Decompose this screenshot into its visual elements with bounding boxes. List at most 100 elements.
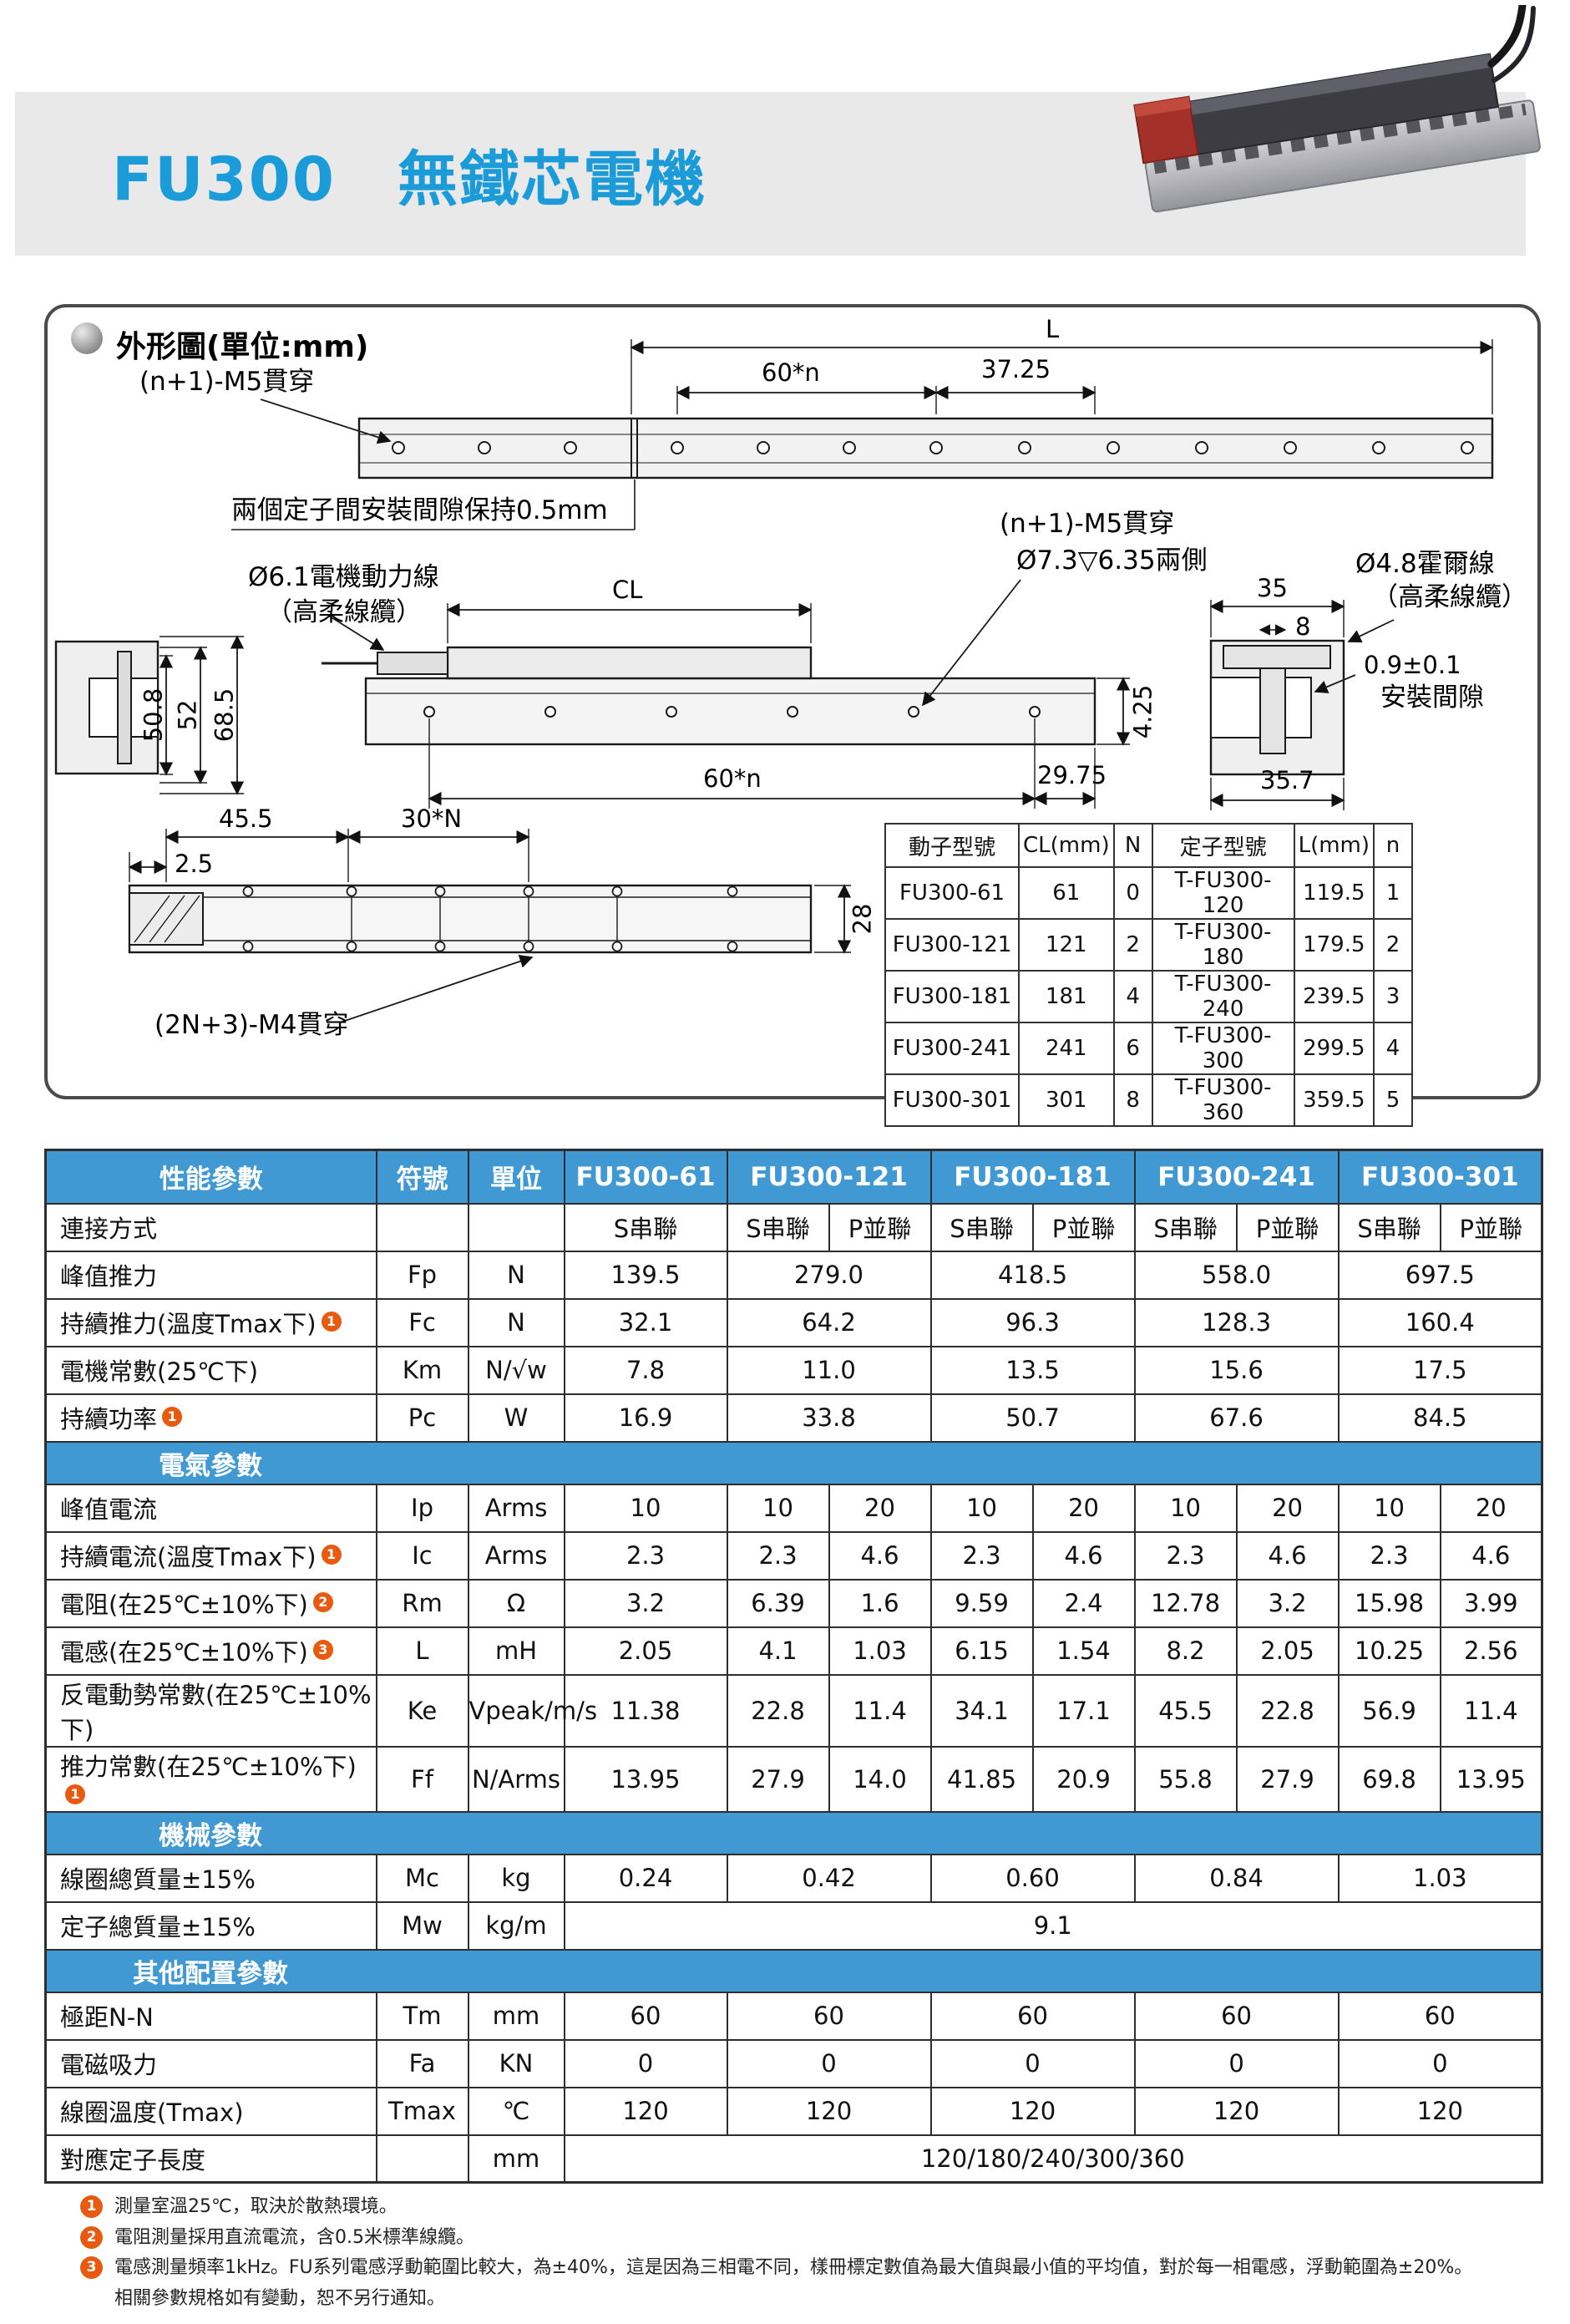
value-cell: 10.25 bbox=[1337, 1626, 1441, 1676]
stator-gap-note: 兩個定子間安裝間隙保持0.5mm bbox=[231, 495, 608, 525]
value-cell: 2.3 bbox=[929, 1530, 1034, 1581]
mini-cell: 4 bbox=[1112, 970, 1153, 1023]
mini-cell: 61 bbox=[1018, 866, 1115, 920]
value-cell: P並聯 bbox=[828, 1202, 932, 1252]
value-cell: 13.5 bbox=[929, 1345, 1136, 1395]
col-header-model: FU300-241 bbox=[1133, 1149, 1340, 1205]
value-cell: 4.6 bbox=[1031, 1530, 1136, 1581]
mini-cell: T-FU300-360 bbox=[1151, 1073, 1295, 1127]
footnote: 3 電感測量頻率1kHz。FU系列電感浮動範圍比較大，為±40%，這是因為三相電… bbox=[80, 2256, 1517, 2280]
value-cell: 22.8 bbox=[726, 1673, 830, 1748]
value-cell: 20 bbox=[1439, 1483, 1543, 1533]
product-photo bbox=[1126, 0, 1553, 256]
value-cell: 120/180/240/300/360 bbox=[563, 2134, 1543, 2184]
value-cell: 12.78 bbox=[1133, 1578, 1238, 1628]
drawing-area: 外形圖(單位:mm) bbox=[48, 307, 1537, 1127]
unit-cell: N/√w bbox=[467, 1345, 565, 1395]
value-cell: 1.6 bbox=[828, 1578, 932, 1628]
value-cell: 34.1 bbox=[929, 1673, 1034, 1748]
unit-cell: ℃ bbox=[467, 2086, 565, 2136]
value-cell: 2.3 bbox=[726, 1530, 830, 1581]
dim-label-35-7: 35.7 bbox=[1260, 766, 1314, 794]
dim-label-8: 8 bbox=[1295, 612, 1311, 641]
symbol-cell: Ic bbox=[375, 1530, 469, 1581]
value-cell: 27.9 bbox=[726, 1745, 830, 1813]
row-connection: 連接方式 S串聯 S串聯 P並聯 S串聯 P並聯 S串聯 P並聯 S串聯 P並聯 bbox=[44, 1202, 1543, 1252]
unit-cell: N bbox=[467, 1250, 565, 1300]
value-cell: 17.5 bbox=[1337, 1345, 1543, 1395]
symbol-cell: Rm bbox=[375, 1578, 469, 1628]
value-cell: 0 bbox=[929, 2038, 1136, 2088]
spec-table-section: 性能參數 符號 單位 FU300-61 FU300-121 FU300-181 … bbox=[44, 1149, 1544, 2184]
row-stator-mass: 定子總質量±15% Mw kg/m 9.1 bbox=[44, 1900, 1543, 1951]
value-cell: 15.98 bbox=[1337, 1578, 1441, 1628]
section-title: 電氣參數 bbox=[159, 1450, 262, 1481]
col-header-model: FU300-121 bbox=[726, 1149, 932, 1205]
param-label: 電機常數(25℃下) bbox=[44, 1345, 377, 1395]
value-cell: 128.3 bbox=[1133, 1297, 1340, 1347]
col-header-unit: 單位 bbox=[467, 1149, 565, 1205]
value-cell: 60 bbox=[563, 1991, 728, 2041]
value-cell: 0 bbox=[726, 2038, 932, 2088]
dim-label-CL: CL bbox=[612, 576, 643, 604]
dim-label-60n-mid: 60*n bbox=[703, 764, 762, 793]
value-cell: P並聯 bbox=[1439, 1202, 1543, 1252]
value-cell: 41.85 bbox=[929, 1745, 1034, 1813]
param-label: 電感(在25℃±10%下)3 bbox=[44, 1626, 377, 1676]
mini-cell: 241 bbox=[1018, 1022, 1115, 1075]
value-cell: 84.5 bbox=[1337, 1393, 1543, 1443]
model-dimension-table: 動子型號 CL(mm) N 定子型號 L(mm) n FU300-61 61 0… bbox=[884, 823, 1414, 1127]
symbol-cell: Mc bbox=[375, 1853, 469, 1903]
footnote-text: 相關參數規格如有變動，恕不另行通知。 bbox=[114, 2287, 446, 2309]
param-label: 推力常數(在25℃±10%下)1 bbox=[44, 1745, 377, 1813]
mini-cell: 2 bbox=[1373, 918, 1414, 972]
spec-header-row: 性能參數 符號 單位 FU300-61 FU300-121 FU300-181 … bbox=[44, 1149, 1543, 1205]
mini-header-cell: CL(mm) bbox=[1018, 823, 1115, 868]
value-cell: 279.0 bbox=[726, 1250, 932, 1300]
row-motor-constant: 電機常數(25℃下) Km N/√w 7.8 11.0 13.5 15.6 17… bbox=[44, 1345, 1543, 1395]
col-header-parameter: 性能參數 bbox=[44, 1149, 377, 1205]
param-label: 持續電流(溫度Tmax下)1 bbox=[44, 1530, 377, 1581]
value-cell: 139.5 bbox=[563, 1250, 728, 1300]
value-cell: 11.4 bbox=[1439, 1673, 1543, 1748]
unit-cell: KN bbox=[467, 2038, 565, 2088]
row-pole-pitch: 極距N-N Tm mm 60 60 60 60 60 bbox=[44, 1991, 1543, 2041]
footnote-marker: 2 bbox=[312, 1592, 333, 1612]
symbol-cell: Tm bbox=[375, 1991, 469, 2041]
mini-cell: 5 bbox=[1373, 1073, 1414, 1127]
mini-cell: FU300-241 bbox=[884, 1022, 1020, 1075]
symbol-cell bbox=[375, 2134, 469, 2184]
mini-cell: 121 bbox=[1018, 918, 1115, 972]
value-cell: 0 bbox=[1133, 2038, 1340, 2088]
value-cell: 2.3 bbox=[563, 1530, 728, 1581]
param-label: 對應定子長度 bbox=[44, 2134, 377, 2184]
dim-label-m5-mid: (n+1)-M5貫穿 bbox=[1000, 509, 1175, 539]
col-header-model: FU300-301 bbox=[1337, 1149, 1543, 1205]
value-cell: 6.39 bbox=[726, 1578, 830, 1628]
symbol-cell bbox=[375, 1202, 469, 1252]
value-cell: 4.6 bbox=[1235, 1530, 1340, 1581]
value-cell: 2.3 bbox=[1337, 1530, 1441, 1581]
footnote-continuation: 相關參數規格如有變動，恕不另行通知。 bbox=[80, 2287, 1517, 2311]
sphere-icon bbox=[71, 322, 103, 354]
col-header-symbol: 符號 bbox=[375, 1149, 469, 1205]
value-cell: 3.2 bbox=[1235, 1578, 1340, 1628]
value-cell: P並聯 bbox=[1031, 1202, 1136, 1252]
mini-cell: 6 bbox=[1112, 1022, 1153, 1075]
dim-label-30N: 30*N bbox=[401, 804, 463, 833]
row-attraction: 電磁吸力 Fa KN 0 0 0 0 0 bbox=[44, 2038, 1543, 2088]
value-cell: 2.05 bbox=[563, 1626, 728, 1676]
footnote-text: 電阻測量採用直流電流，含0.5米標準線纜。 bbox=[114, 2226, 474, 2248]
row-peak-force: 峰值推力 Fp N 139.5 279.0 418.5 558.0 697.5 bbox=[44, 1250, 1543, 1300]
side-view bbox=[54, 579, 1395, 810]
footnote-text: 電感測量頻率1kHz。FU系列電感浮動範圍比較大，為±40%，這是因為三相電不同… bbox=[114, 2257, 1473, 2278]
footnote-badge: 2 bbox=[80, 2225, 103, 2249]
value-cell: 11.38 bbox=[563, 1673, 728, 1748]
value-cell: 27.9 bbox=[1235, 1745, 1340, 1813]
mini-cell: FU300-61 bbox=[884, 866, 1020, 920]
hall-cable-label: Ø4.8霍爾線 bbox=[1355, 549, 1495, 579]
unit-cell: kg/m bbox=[467, 1900, 565, 1951]
dim-label-L: L bbox=[1046, 315, 1060, 343]
param-label: 峰值推力 bbox=[44, 1250, 377, 1300]
value-cell: 0.60 bbox=[929, 1853, 1136, 1903]
